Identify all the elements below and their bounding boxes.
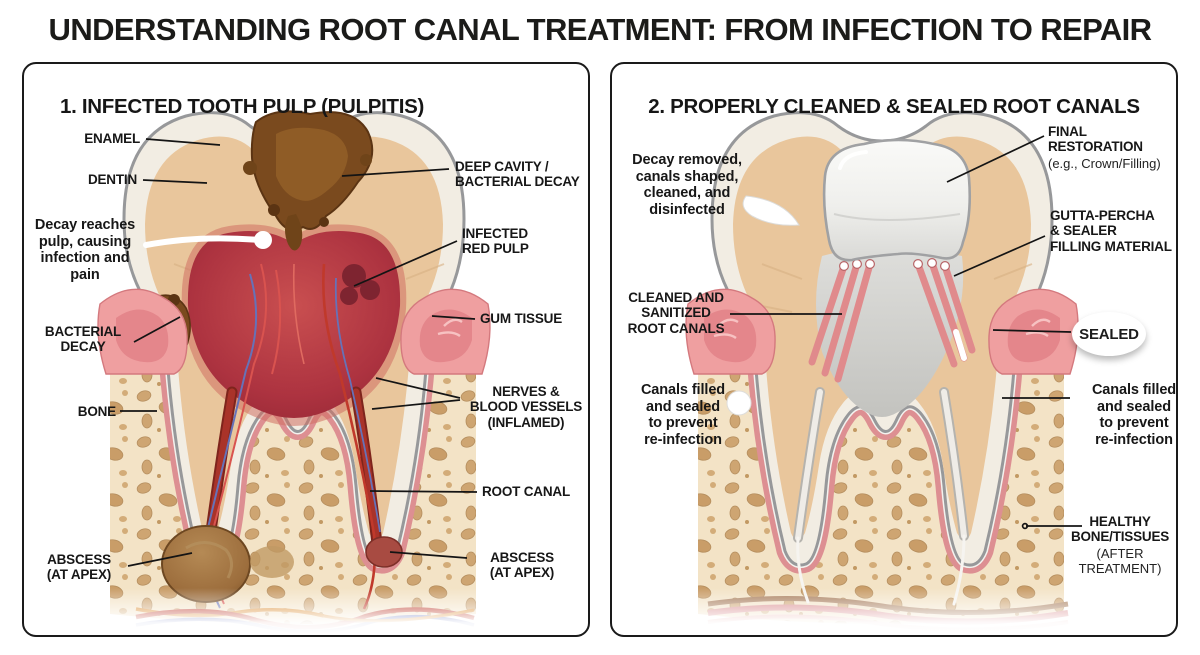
label-root-canal: ROOT CANAL: [482, 484, 570, 499]
label-cleaned-canals: CLEANED AND SANITIZED ROOT CANALS: [627, 290, 725, 336]
label-final-restoration-sub: (e.g., Crown/Filling): [1048, 156, 1161, 171]
leader-lines: [120, 138, 478, 567]
label-healthy-bone-sub: (AFTER TREATMENT): [1078, 546, 1162, 576]
crown-restoration: [822, 138, 972, 262]
decay-callout-pointer: [143, 231, 272, 249]
sealed-badge: SEALED: [1072, 312, 1146, 356]
gum-tissue: [97, 288, 491, 375]
panel-infected-tooth: 1. INFECTED TOOTH PULP (PULPITIS) ENAMEL…: [22, 62, 590, 637]
label-canals-filled-right: Canals filled and sealed to prevent re-i…: [1091, 382, 1177, 448]
label-gum-tissue: GUM TISSUE: [480, 311, 563, 326]
label-decay-removed: Decay removed, canals shaped, cleaned, a…: [632, 152, 742, 218]
decay-removed-callout: [742, 195, 800, 226]
treated-tooth-illustration: [672, 111, 1124, 634]
label-bone: BONE: [77, 404, 116, 419]
label-bacterial-decay: BACTERIAL DECAY: [44, 324, 122, 355]
label-abscess-right: ABSCESS (AT APEX): [489, 550, 555, 581]
label-final-restoration: FINAL RESTORATION: [1048, 124, 1143, 155]
infected-tooth-illustration: [84, 110, 536, 634]
leader-lines: [730, 135, 1082, 530]
label-abscess-left: ABSCESS (AT APEX): [46, 552, 112, 583]
page-title: UNDERSTANDING ROOT CANAL TREATMENT: FROM…: [48, 12, 1153, 47]
label-nerves: NERVES & BLOOD VESSELS (INFLAMED): [469, 384, 583, 430]
label-gutta-percha: GUTTA-PERCHA & SEALER FILLING MATERIAL: [1050, 208, 1172, 254]
label-canals-filled-left: Canals filled and sealed to prevent re-i…: [640, 382, 726, 448]
panel-treated-tooth: 2. PROPERLY CLEANED & SEALED ROOT CANALS…: [610, 62, 1178, 637]
label-healthy-bone: HEALTHY BONE/TISSUES: [1070, 514, 1170, 545]
deep-cavity-decay: [243, 110, 374, 251]
treated-tooth-cross-section: [710, 111, 1054, 606]
label-dentin: DENTIN: [87, 172, 137, 187]
filled-root-canals: [793, 387, 969, 606]
label-decay-reaches-pulp: Decay reaches pulp, causing infection an…: [34, 217, 136, 283]
canals-filled-callout: [726, 390, 752, 416]
gutta-percha-filling: [808, 258, 976, 383]
label-infected-pulp: INFECTED RED PULP: [462, 226, 529, 257]
gum-tissue: [685, 288, 1079, 375]
label-enamel: ENAMEL: [84, 131, 140, 146]
label-deep-cavity: DEEP CAVITY / BACTERIAL DECAY: [455, 159, 580, 190]
panel2-heading: 2. PROPERLY CLEANED & SEALED ROOT CANALS: [648, 95, 1140, 118]
pulp-inflammation: [340, 264, 380, 305]
panel1-heading: 1. INFECTED TOOTH PULP (PULPITIS): [60, 95, 425, 118]
